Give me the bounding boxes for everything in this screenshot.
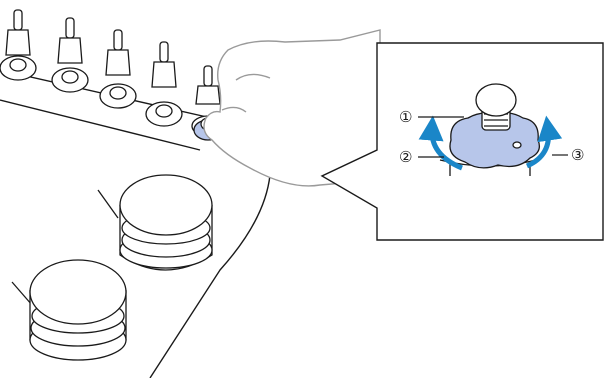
callout-2: ② bbox=[399, 148, 412, 166]
spool-pin bbox=[100, 30, 136, 108]
spool-pin bbox=[0, 10, 36, 80]
thread-spool bbox=[12, 260, 126, 360]
callout-3: ③ bbox=[571, 146, 584, 164]
spool-pin bbox=[146, 42, 182, 126]
spool-pins-row bbox=[0, 10, 224, 140]
callout-1: ① bbox=[399, 108, 412, 126]
spool-pin bbox=[52, 18, 88, 92]
thread-spool bbox=[98, 175, 212, 270]
